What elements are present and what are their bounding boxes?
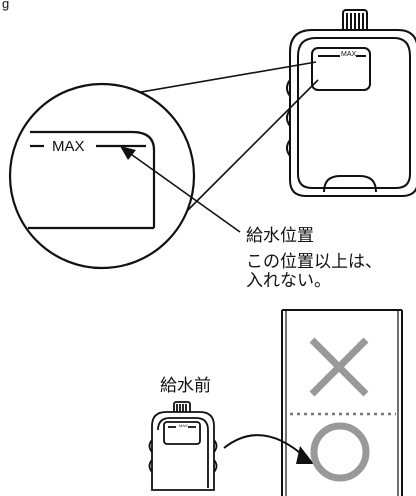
magnify-circle — [8, 82, 196, 270]
device-small — [148, 401, 218, 491]
magnified-window — [28, 130, 156, 230]
pour-arrowhead-icon — [296, 446, 314, 464]
before-supply-label: 給水前 — [160, 376, 211, 396]
max-mark-small: MAX — [341, 51, 357, 58]
pour-arrow — [223, 434, 307, 459]
note-line-1: この位置以上は、 — [246, 252, 382, 272]
max-mark-large: MAX — [52, 138, 85, 155]
circle-icon — [310, 422, 370, 482]
device-large — [286, 9, 416, 197]
max-mark-tiny: MAX — [179, 423, 188, 428]
pointer-arrow — [127, 151, 241, 233]
zoom-line-top — [117, 61, 317, 97]
cross-icon — [309, 337, 369, 397]
note-line-2: 入れない。 — [246, 271, 331, 291]
zoom-line-bottom — [185, 79, 319, 213]
water-supply-position-label: 給水位置 — [246, 226, 314, 246]
arrowhead-icon — [120, 146, 136, 160]
figure-label: g — [2, 0, 10, 11]
glass — [281, 309, 403, 496]
